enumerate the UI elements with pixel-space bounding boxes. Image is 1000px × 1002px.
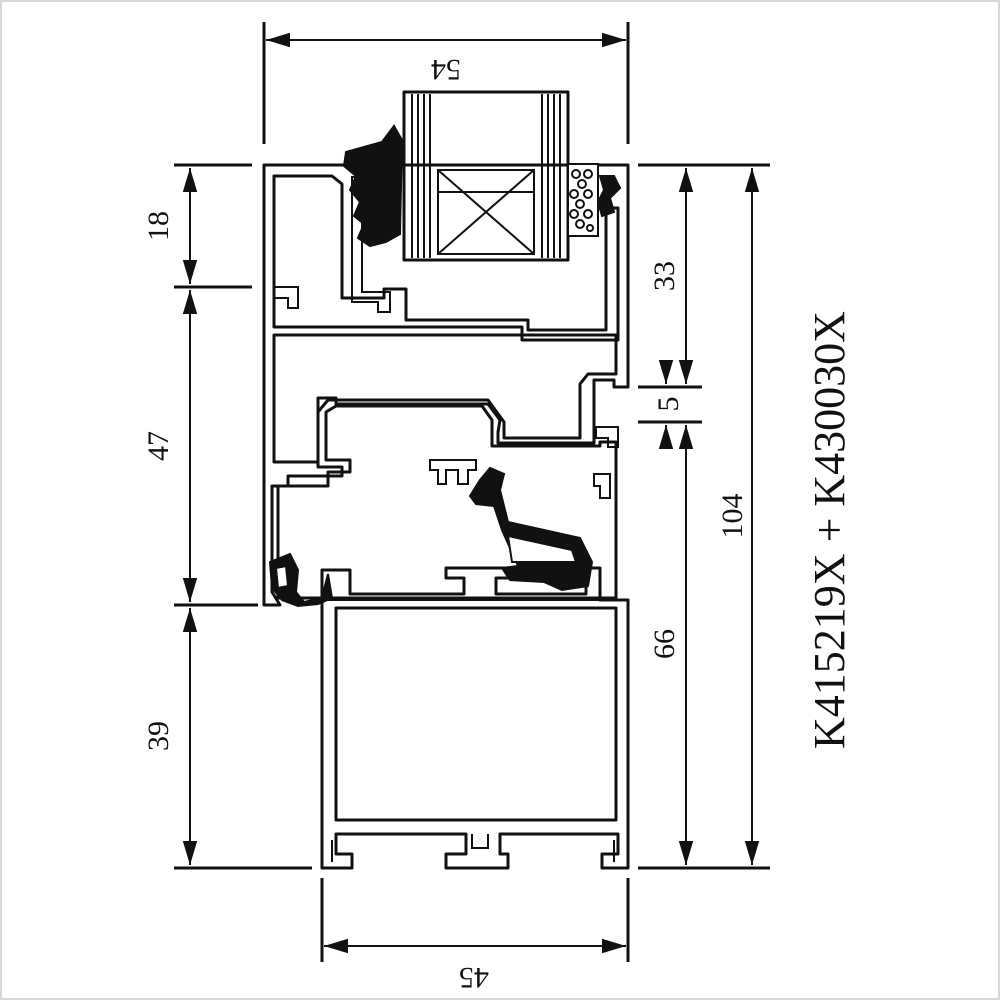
dim-right-upper: 33: [648, 261, 681, 291]
gaskets: [268, 124, 594, 608]
dim-left-top: 18: [142, 211, 175, 241]
dim-bottom-width: 45: [459, 961, 489, 994]
sash-profile: [262, 163, 630, 607]
dim-total-height: 104: [716, 494, 749, 539]
foam-seal: [567, 163, 622, 237]
dim-right-lower: 66: [648, 629, 681, 659]
dim-top-width: 54: [431, 53, 461, 86]
product-code: K415219X + K430030X: [805, 311, 854, 749]
dim-left-mid: 47: [142, 431, 175, 461]
frame-profile: [320, 566, 630, 870]
dimension-lines: [174, 22, 770, 962]
dim-right-gap: 5: [652, 397, 685, 412]
dim-left-bottom: 39: [142, 721, 175, 751]
glazing-unit: [402, 90, 570, 262]
